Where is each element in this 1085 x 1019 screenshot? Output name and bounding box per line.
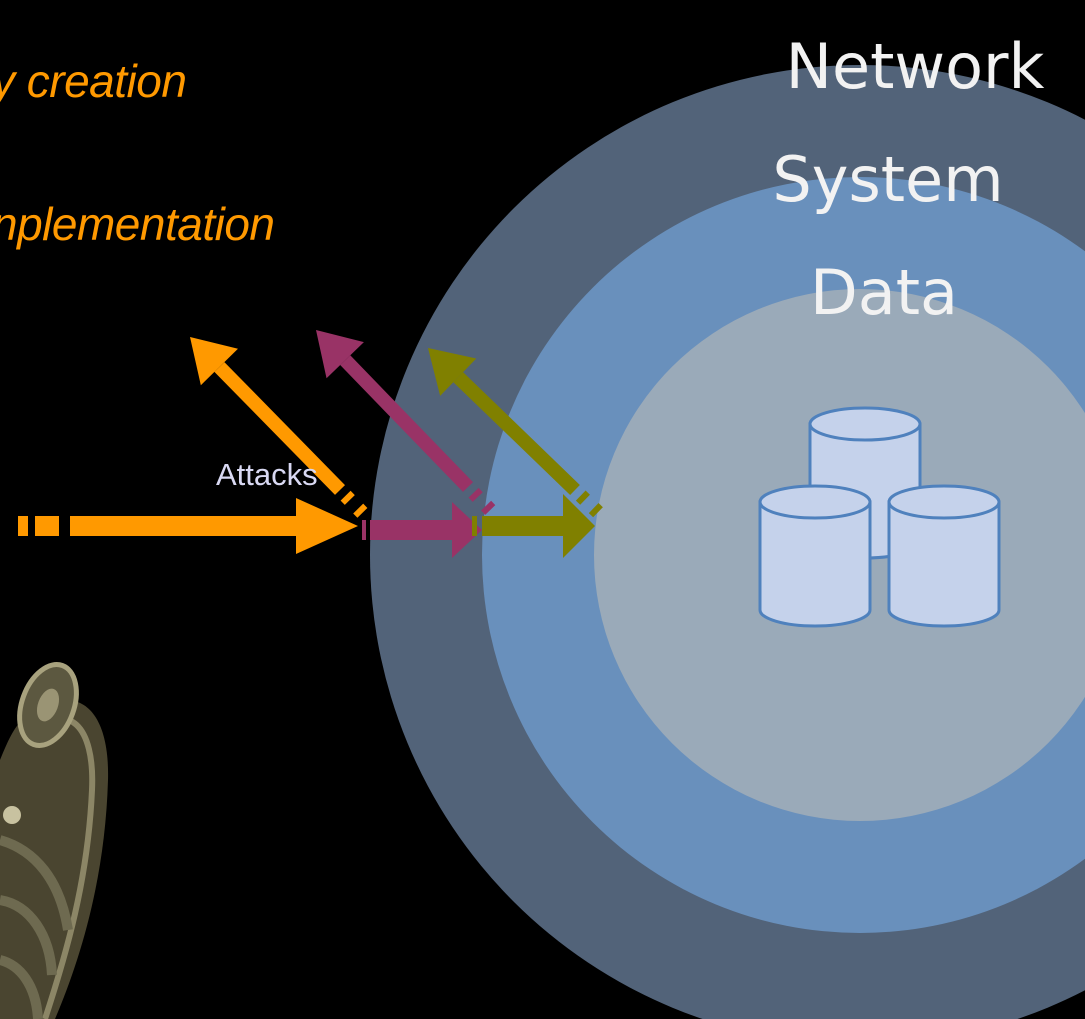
maroon-deflected-arrow bbox=[316, 330, 496, 515]
database-cylinder-right bbox=[887, 484, 1001, 628]
olive-deflected-arrow bbox=[428, 348, 603, 518]
data-layer-label: Data bbox=[809, 256, 959, 329]
text-line-1: y creation bbox=[0, 55, 187, 107]
network-layer-label: Network bbox=[785, 30, 1045, 103]
olive-dash bbox=[472, 516, 477, 536]
incoming-attack-arrow bbox=[18, 516, 59, 536]
olive-horizontal-arrow bbox=[482, 494, 595, 558]
attack-arrows bbox=[18, 330, 603, 558]
maroon-dash bbox=[362, 520, 366, 540]
database-cylinder-left bbox=[758, 484, 872, 628]
database-cylinders-icon bbox=[758, 406, 1001, 628]
attacks-label: Attacks bbox=[216, 457, 318, 492]
system-layer-label: System bbox=[772, 143, 1004, 216]
orange-deflected-arrow bbox=[190, 337, 368, 518]
orange-main-arrow bbox=[70, 498, 358, 554]
text-line-2: nplementation bbox=[0, 198, 275, 250]
antique-dial-instrument bbox=[0, 662, 109, 1019]
maroon-horizontal-arrow bbox=[370, 502, 482, 558]
